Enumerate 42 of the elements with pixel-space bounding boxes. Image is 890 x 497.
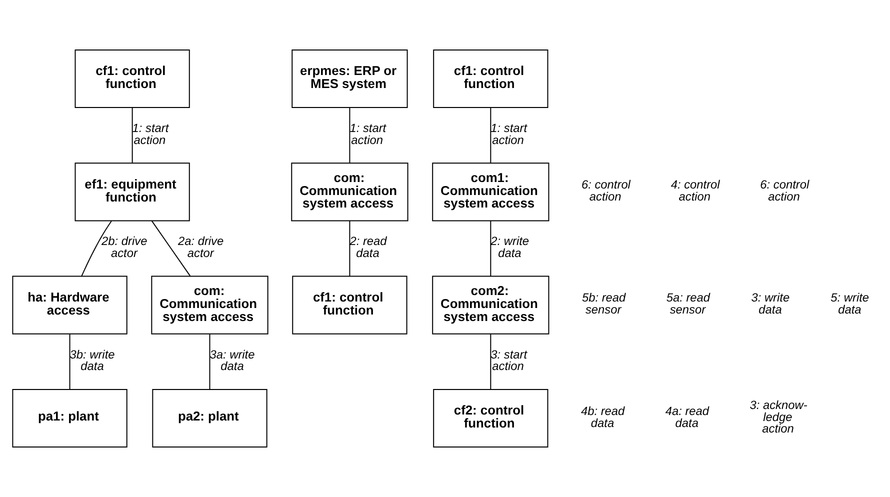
node-box: cf2: control function xyxy=(433,388,548,448)
node-box: cf1: control function xyxy=(292,276,408,334)
connector xyxy=(349,220,350,277)
node-box: pa1: plant xyxy=(12,388,128,448)
node-box: ha: Hardware access xyxy=(12,276,128,334)
connector xyxy=(490,220,492,277)
node-box: com1: Communication system access xyxy=(432,162,550,222)
connector xyxy=(81,220,112,277)
label: 6: control action xyxy=(581,178,630,204)
label: 5: write data xyxy=(830,290,870,317)
label: 3: write data xyxy=(751,290,790,317)
edge-label: 3a: write data xyxy=(210,347,255,374)
edge-label: 2a: drive actor xyxy=(178,234,224,260)
node-box: cf1: control function xyxy=(74,49,190,108)
label: 4: control action xyxy=(670,178,720,204)
connector xyxy=(209,334,210,390)
edge-label: 2: read data xyxy=(350,234,387,260)
label: 3: acknow-ledge action xyxy=(750,398,808,436)
edge-label: 3b: write data xyxy=(70,347,115,374)
node-box: com2: Communication system access xyxy=(432,276,550,334)
label: 5b: read sensor xyxy=(582,290,626,317)
label: 4b: read data xyxy=(580,404,625,430)
edge-label: 2b: drive actor xyxy=(102,234,148,260)
connector xyxy=(490,107,492,164)
edge-label: 2: write data xyxy=(490,234,530,260)
node-box: pa2: plant xyxy=(152,388,268,448)
connector xyxy=(349,107,350,164)
connector xyxy=(151,220,191,277)
node-box: com: Communication system access xyxy=(151,276,268,334)
edge-label: 1: start action xyxy=(490,120,528,147)
node-box: cf1: control function xyxy=(433,49,548,108)
connector xyxy=(132,107,133,164)
node-box: com: Communication system access xyxy=(291,162,408,222)
edge-label: 1: start action xyxy=(350,120,386,147)
label: 4a: read data xyxy=(665,404,710,430)
connector xyxy=(69,334,70,390)
node-box: erpmes: ERP or MES system xyxy=(292,49,408,108)
label: 6: control action xyxy=(760,178,810,204)
node-box: ef1: equipment function xyxy=(74,162,190,222)
connector xyxy=(490,334,492,390)
label: 5a: read sensor xyxy=(666,290,710,317)
edge-label: 3: start action xyxy=(490,347,528,374)
